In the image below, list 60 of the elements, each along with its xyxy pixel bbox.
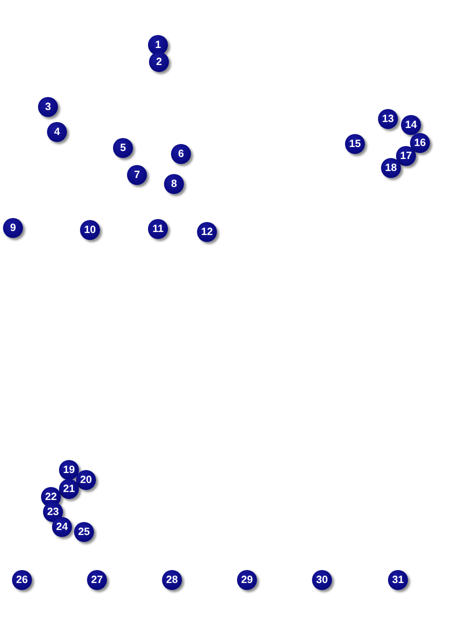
- callout-number: 8: [171, 178, 177, 190]
- callout-marker: [312, 570, 332, 590]
- callout-number: 1: [155, 40, 161, 50]
- callout-marker: [388, 570, 408, 590]
- callout-marker: [410, 133, 430, 153]
- callout-marker: [52, 517, 72, 537]
- callout-number: 27: [91, 574, 103, 586]
- callout-marker: [80, 220, 100, 240]
- callout-number: 18: [385, 162, 397, 174]
- callout-number: 25: [78, 526, 90, 538]
- callout-number: 3: [45, 102, 51, 112]
- callout-marker: [59, 479, 79, 499]
- callout-number: 13: [382, 114, 394, 124]
- callout-marker: [381, 158, 401, 178]
- callout-number: 28: [166, 574, 178, 586]
- callout-marker: [197, 222, 217, 242]
- callout-marker: [345, 134, 365, 154]
- callout-marker: [87, 570, 107, 590]
- callout-number: 22: [45, 492, 57, 502]
- callout-number: 9: [10, 222, 16, 234]
- callout-number: 20: [80, 474, 92, 486]
- callout-number: 6: [178, 148, 184, 160]
- callout-number: 17: [400, 150, 412, 162]
- callout-marker: [74, 522, 94, 542]
- callout-number: 19: [63, 464, 75, 476]
- callout-number: 12: [201, 226, 213, 238]
- callout-marker: [148, 35, 168, 55]
- callout-marker: [127, 165, 147, 185]
- callout-number: 14: [405, 120, 417, 130]
- callout-marker: [162, 570, 182, 590]
- callout-number: 11: [152, 224, 164, 234]
- callout-number: 5: [120, 142, 126, 154]
- callout-marker: [12, 570, 32, 590]
- callout-number: 30: [316, 574, 328, 586]
- callout-marker: [237, 570, 257, 590]
- callout-marker: [113, 138, 133, 158]
- callout-number: 2: [156, 56, 162, 68]
- callout-marker: [401, 115, 421, 135]
- callout-marker: [59, 460, 79, 480]
- callout-number: 15: [349, 138, 361, 150]
- callout-number: 7: [134, 170, 140, 180]
- callout-marker: [396, 146, 416, 166]
- callout-number: 31: [392, 574, 404, 586]
- callout-marker: [378, 109, 398, 129]
- callout-number: 4: [54, 126, 60, 138]
- callout-number: 23: [47, 506, 59, 518]
- callout-marker: [171, 144, 191, 164]
- callout-marker: [3, 218, 23, 238]
- callout-marker: [47, 122, 67, 142]
- callout-number: 21: [63, 484, 75, 494]
- callout-marker: [149, 52, 169, 72]
- callout-marker: [164, 174, 184, 194]
- callout-number: 16: [414, 138, 426, 148]
- callout-number: 24: [56, 522, 68, 532]
- callout-number: 10: [84, 224, 96, 236]
- callout-number: 29: [241, 574, 253, 586]
- callout-number: 26: [16, 574, 28, 586]
- callout-marker: [76, 470, 96, 490]
- callout-marker: [148, 219, 168, 239]
- callout-marker: [38, 97, 58, 117]
